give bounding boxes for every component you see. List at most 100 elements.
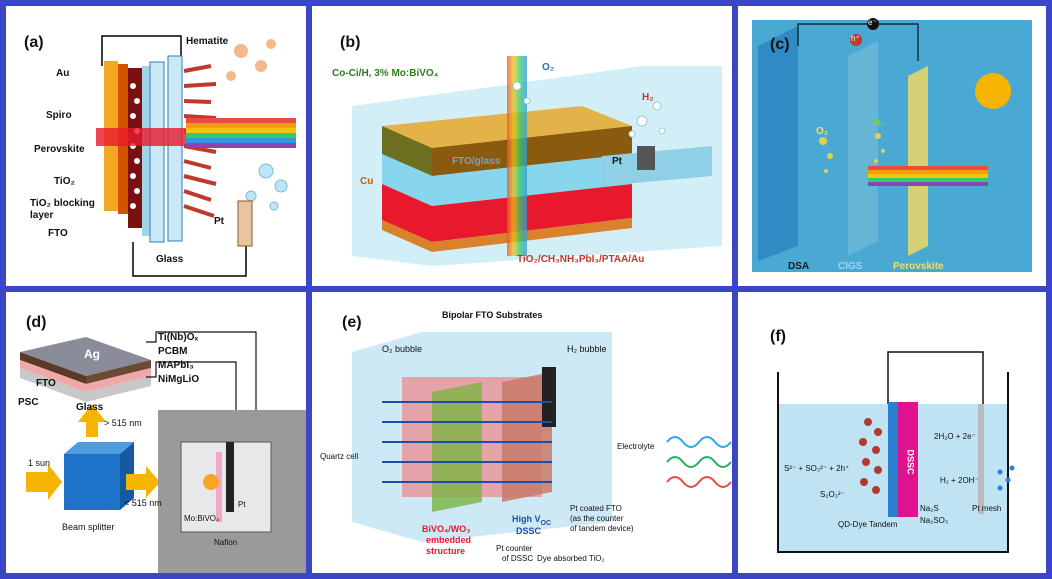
label-s2: S²⁻ + SO₃²⁻ + 2h⁺ xyxy=(784,464,850,473)
label-tio2-blocking: TiO₂ blocking xyxy=(30,198,95,209)
glass-right xyxy=(167,55,183,242)
bubbles-b xyxy=(512,81,666,138)
pt-d xyxy=(226,442,234,512)
wire-top xyxy=(101,35,182,66)
label-pt-b: Pt xyxy=(612,156,622,167)
o2-bubbles xyxy=(226,39,276,81)
label-qd-dye: QD-Dye Tandem xyxy=(838,520,898,529)
label-h-plus: h⁺ xyxy=(851,34,860,43)
label-o2: O₂ xyxy=(542,62,555,73)
bivo4-structure xyxy=(432,382,482,512)
label-psc: PSC xyxy=(18,397,39,408)
label-pt: Pt xyxy=(214,216,224,227)
panel-f-label: (f) xyxy=(770,328,786,345)
label-pcbm: PCBM xyxy=(158,346,188,357)
label-nimglio: NiMgLiO xyxy=(158,374,200,385)
wire-bottom xyxy=(132,226,247,277)
perovskite-plate xyxy=(908,66,928,256)
arrow-out xyxy=(126,466,160,498)
label-pt-coated: Pt coated FTO xyxy=(570,504,622,513)
label-mobivo4: Mo:BiVO₄ xyxy=(184,514,220,523)
label-bivo4: Co-Ci/H, 3% Mo:BiVO₄ xyxy=(332,68,439,79)
label-tinb: Ti(Nb)Oₓ xyxy=(158,332,199,343)
label-dssc-e: DSSC xyxy=(516,526,542,536)
panel-d-label: (d) xyxy=(26,314,47,331)
electrode-f xyxy=(888,402,898,517)
label-perovskite: Perovskite xyxy=(34,144,85,155)
dssc-top xyxy=(542,367,556,427)
h2-dots-f xyxy=(997,465,1015,491)
nafion xyxy=(216,452,222,522)
electron-dot xyxy=(867,18,879,30)
label-structure: structure xyxy=(426,546,466,556)
dsa-plate xyxy=(758,26,798,261)
label-glass: Glass xyxy=(156,254,184,265)
panel-a-label: (a) xyxy=(24,34,44,51)
label-dssc-f: DSSC xyxy=(905,449,916,475)
panel-e-drawing xyxy=(352,332,732,542)
label-perovskite-c: Perovskite xyxy=(893,261,944,272)
label-bipolar: Bipolar FTO Substrates xyxy=(442,310,543,320)
label-pt-counter: Pt counter xyxy=(496,544,533,553)
label-h2: H₂ xyxy=(642,92,654,103)
label-stack: TiO₂/CH₃NH₃PbI₃/PTAA/Au xyxy=(517,254,645,265)
qd-dots xyxy=(859,418,882,494)
panel-a-drawing xyxy=(96,35,296,277)
label-lt515: < 515 nm xyxy=(124,498,162,508)
sun-icon xyxy=(975,73,1011,109)
panel-f-drawing xyxy=(777,351,1015,553)
beaker xyxy=(777,372,1009,553)
label-au: Au xyxy=(56,68,70,79)
label-gt515: > 515 nm xyxy=(104,418,142,428)
panel-f: (f) DSSC S²⁻ + SO₃²⁻ + 2h⁺ S₂O₃²⁻ 2H₂O +… xyxy=(738,292,1046,573)
label-spiro: Spiro xyxy=(46,110,72,121)
label-oc: OC xyxy=(540,519,552,527)
label-o2-c: O₂ xyxy=(816,126,829,137)
bubbles-c xyxy=(819,133,885,173)
label-pt-d: Pt xyxy=(238,500,246,509)
label-e: e⁻ xyxy=(868,18,877,27)
label-1sun: 1 sun xyxy=(28,458,51,468)
waves xyxy=(666,436,732,488)
panel-b: (b) Co-Ci/H, 3% Mo:BiVO₄ O₂ H₂ FTO/glass… xyxy=(312,6,732,286)
label-glass-d: Glass xyxy=(76,402,104,413)
pt-arm xyxy=(602,146,712,186)
glass-d xyxy=(20,368,151,402)
pt-mesh-rod xyxy=(978,404,984,514)
label-h2-bubble: H₂ bubble xyxy=(567,344,607,354)
wire-d2 xyxy=(146,361,237,432)
label-s2o3: S₂O₃²⁻ xyxy=(820,490,845,499)
rainbow-c xyxy=(868,166,988,186)
dssc-block xyxy=(502,372,552,502)
panel-e-label: (e) xyxy=(342,314,362,331)
ag-top xyxy=(20,337,151,376)
label-high-v: High V xyxy=(512,514,541,524)
red-beam xyxy=(96,128,186,146)
label-2h2o: 2H₂O + 2e⁻ xyxy=(934,432,976,441)
label-tandem: of tandem device) xyxy=(570,524,634,533)
panel-c-drawing xyxy=(752,18,1032,272)
label-h2-2oh: H₂ + 2OH⁻ xyxy=(940,476,979,485)
panel-d: (d) Ag Ti(Nb)Oₓ PCBM MAPbI₃ NiMgLiO FTO … xyxy=(6,292,306,573)
label-na2s: Na₂S xyxy=(920,504,939,513)
panel-b-label: (b) xyxy=(340,34,361,51)
label-fto: FTO xyxy=(48,228,68,239)
dssc-rect xyxy=(898,402,918,517)
label-beam-splitter: Beam splitter xyxy=(62,522,115,532)
label-electrolyte: Electrolyte xyxy=(617,442,655,451)
cigs-plate xyxy=(848,41,878,256)
label-dsa: DSA xyxy=(788,261,810,272)
light-beam xyxy=(507,56,527,256)
label-quartz: Quartz cell xyxy=(320,452,359,461)
label-cu: Cu xyxy=(360,176,374,187)
label-pt-mesh: Pt mesh xyxy=(972,504,1002,513)
wire-d1 xyxy=(146,331,257,432)
label-mapbi: MAPbI₃ xyxy=(158,360,194,371)
label-cigs: CIGS xyxy=(838,261,863,272)
label-of-dssc: of DSSC xyxy=(502,554,534,563)
fto-layer xyxy=(142,66,150,236)
label-fto-d: FTO xyxy=(36,378,56,389)
panel-a: (a) Au Spiro Perovskite TiO₂ TiO₂ blocki… xyxy=(6,6,306,286)
label-layer: layer xyxy=(30,210,54,221)
bivo4-glow xyxy=(203,474,219,490)
